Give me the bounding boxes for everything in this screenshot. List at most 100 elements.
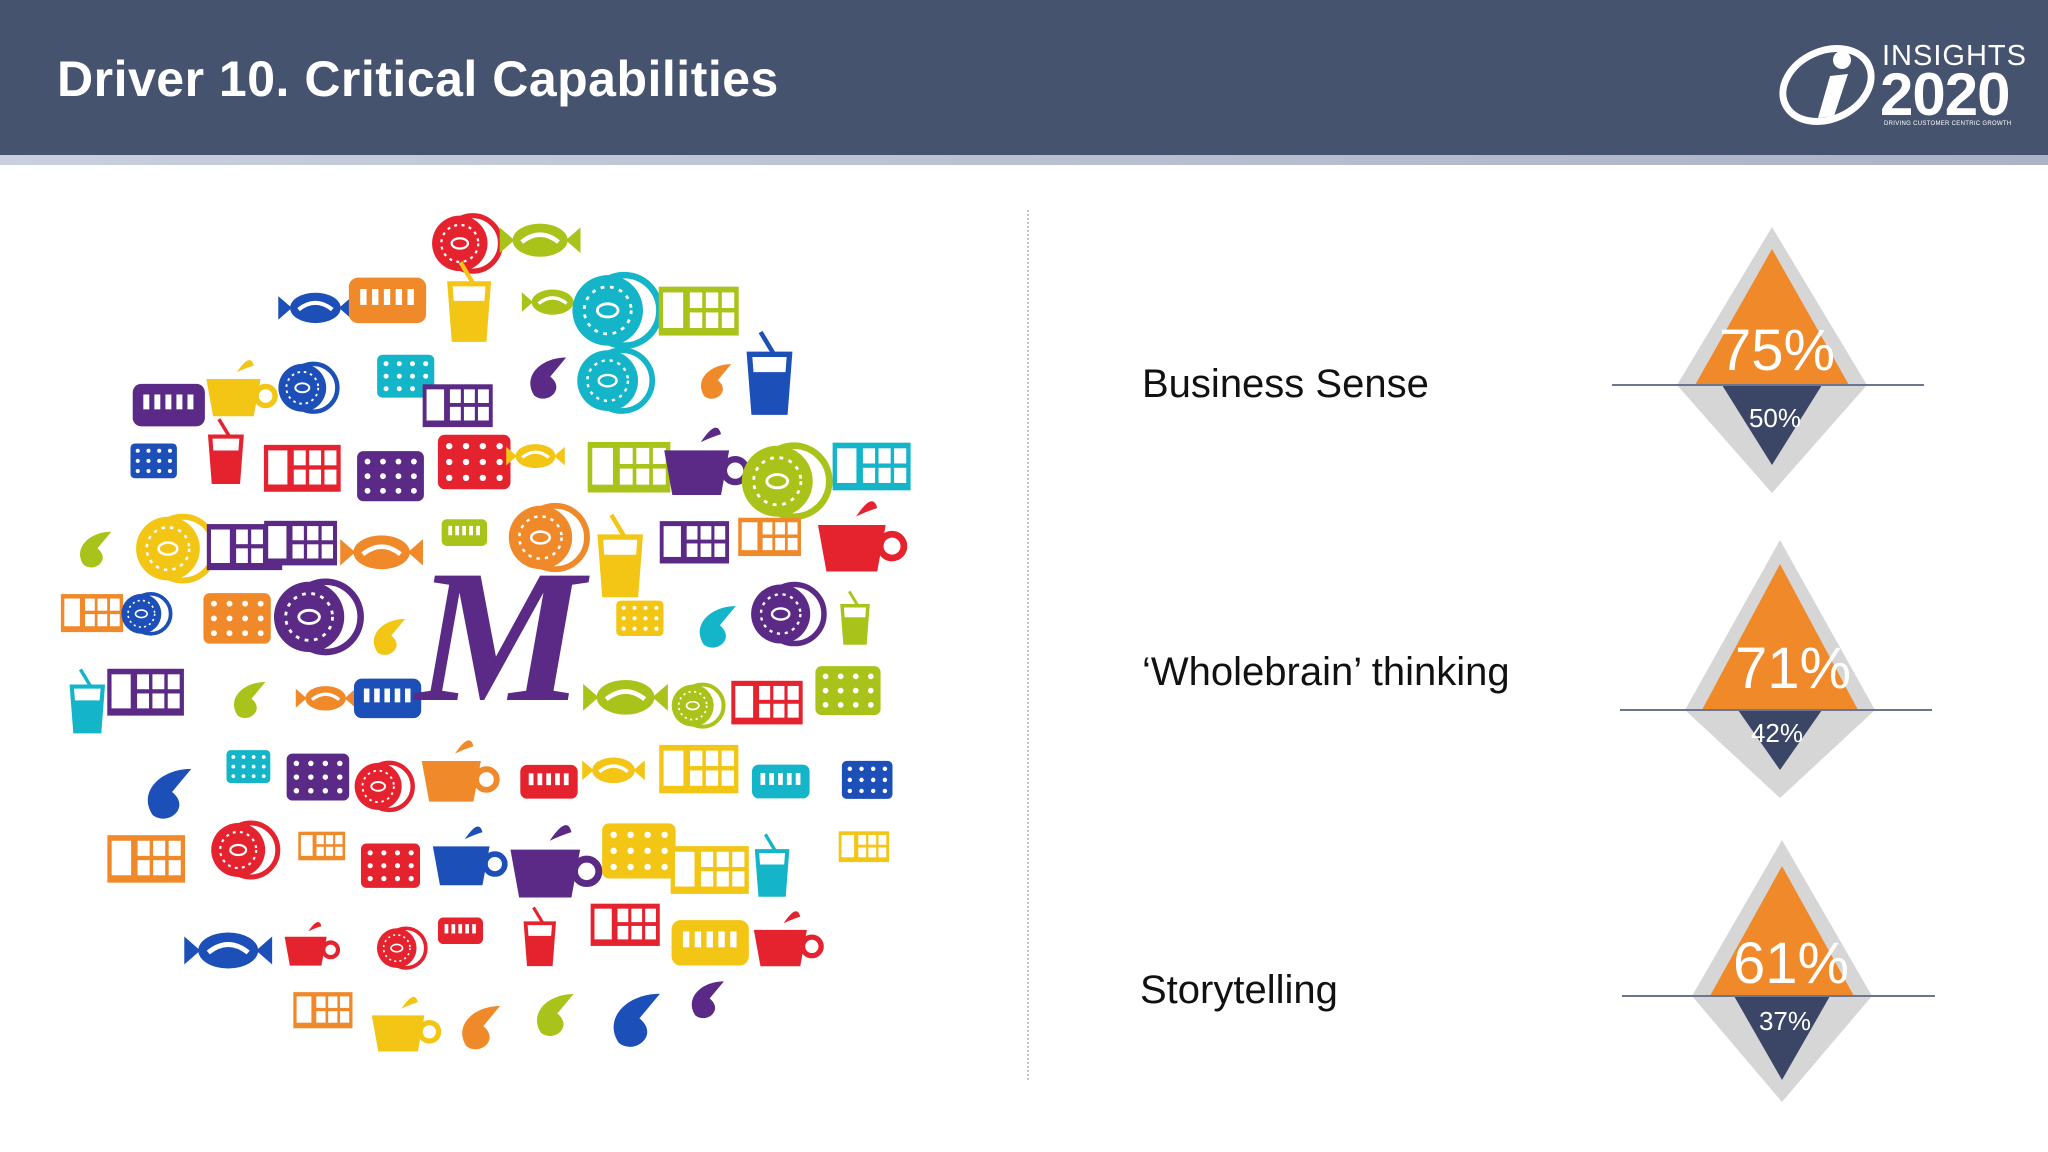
chocolate-bar-icon bbox=[838, 831, 890, 863]
droplet-icon bbox=[691, 981, 724, 1019]
candy-icon bbox=[582, 757, 645, 784]
drink-glass-icon bbox=[523, 906, 557, 967]
logo-year: 2020 bbox=[1880, 61, 2010, 128]
drink-glass-icon bbox=[754, 833, 790, 897]
chocolate-bar-icon bbox=[422, 384, 493, 428]
diamond-gauge-icon bbox=[1620, 540, 1932, 798]
candy-icon bbox=[184, 932, 273, 969]
chocolate-bar-icon bbox=[590, 903, 660, 946]
cookie-icon bbox=[671, 682, 726, 729]
biscuit-icon bbox=[841, 760, 893, 799]
drink-glass-icon bbox=[69, 668, 106, 734]
drink-glass-icon bbox=[207, 418, 244, 484]
capability-label-storytelling: Storytelling bbox=[1140, 968, 1338, 1012]
cookie-icon bbox=[751, 581, 827, 647]
biscuit-icon bbox=[602, 823, 676, 879]
cup-icon bbox=[284, 921, 341, 966]
gum-pack-icon bbox=[348, 277, 427, 324]
candy-icon bbox=[506, 444, 565, 469]
cookie-icon bbox=[432, 213, 504, 274]
biscuit-icon bbox=[203, 593, 271, 644]
candy-icon bbox=[295, 686, 356, 711]
cookie-icon bbox=[211, 820, 281, 880]
gum-pack-icon bbox=[354, 678, 422, 719]
chocolate-bar-icon bbox=[658, 286, 739, 336]
logo-i-emblem-icon bbox=[1779, 45, 1875, 125]
metric-business-sense: 75% 50% bbox=[1612, 225, 1942, 495]
cookie-icon bbox=[121, 591, 173, 636]
candy-icon bbox=[583, 679, 668, 715]
gum-pack-icon bbox=[441, 519, 488, 546]
chocolate-bar-icon bbox=[107, 835, 186, 883]
drink-glass-icon bbox=[597, 513, 643, 598]
chocolate-bar-icon bbox=[670, 846, 749, 894]
header-underline bbox=[0, 155, 2048, 165]
droplet-icon bbox=[462, 1005, 501, 1050]
chocolate-bar-icon bbox=[659, 744, 739, 794]
cup-icon bbox=[432, 826, 508, 886]
droplet-icon bbox=[536, 994, 574, 1037]
biscuit-icon bbox=[226, 750, 271, 784]
logo-tagline: DRIVING CUSTOMER CENTRIC GROWTH bbox=[1884, 121, 2012, 127]
bottom-percent: 37% bbox=[1758, 1006, 1812, 1036]
droplet-icon bbox=[233, 681, 266, 719]
top-percent: 71% bbox=[1734, 636, 1852, 701]
droplet-icon bbox=[80, 531, 112, 568]
insights-2020-logo: INSIGHTS 2020 DRIVING CUSTOMER CENTRIC G… bbox=[1772, 38, 2026, 128]
droplet-icon bbox=[613, 993, 660, 1047]
drink-glass-icon bbox=[447, 261, 492, 342]
vertical-divider bbox=[1027, 210, 1029, 1080]
chocolate-bar-icon bbox=[298, 831, 346, 861]
chocolate-bar-icon bbox=[293, 992, 353, 1029]
cookie-icon bbox=[278, 361, 340, 414]
biscuit-icon bbox=[815, 666, 881, 716]
capability-label-business-sense: Business Sense bbox=[1142, 362, 1429, 406]
cup-icon bbox=[664, 427, 750, 495]
capability-label-wholebrain: ‘Wholebrain’ thinking bbox=[1142, 650, 1510, 694]
biscuit-icon bbox=[360, 843, 421, 888]
metric-storytelling: 61% 37% bbox=[1622, 838, 1952, 1108]
chocolate-bar-icon bbox=[659, 521, 730, 564]
drink-glass-icon bbox=[746, 330, 793, 415]
chocolate-bar-icon bbox=[107, 668, 184, 716]
droplet-icon bbox=[373, 618, 406, 655]
biscuit-icon bbox=[357, 451, 424, 502]
biscuit-icon bbox=[286, 753, 350, 801]
gum-pack-icon bbox=[437, 917, 484, 945]
cookie-icon bbox=[376, 926, 428, 970]
biscuit-icon bbox=[377, 354, 435, 398]
cup-icon bbox=[753, 911, 824, 967]
chocolate-bar-icon bbox=[832, 442, 911, 491]
center-m-letter: M bbox=[413, 532, 591, 742]
droplet-icon bbox=[699, 606, 736, 648]
biscuit-icon bbox=[130, 443, 177, 479]
top-percent: 75% bbox=[1718, 318, 1836, 383]
chocolate-bar-icon bbox=[263, 444, 341, 492]
gum-pack-icon bbox=[132, 383, 205, 427]
cup-icon bbox=[421, 740, 500, 802]
cup-icon bbox=[206, 360, 278, 417]
bottom-percent: 42% bbox=[1750, 718, 1804, 748]
page-title: Driver 10. Critical Capabilities bbox=[57, 51, 779, 107]
droplet-icon bbox=[147, 768, 192, 819]
food-icon-collage: M bbox=[60, 213, 911, 1052]
diamond-gauge-icon bbox=[1622, 840, 1935, 1102]
logo-word: INSIGHTS bbox=[1882, 40, 2027, 72]
chocolate-bar-icon bbox=[587, 441, 671, 493]
cookie-icon bbox=[577, 347, 656, 414]
cup-icon bbox=[371, 996, 442, 1052]
cookie-icon bbox=[572, 271, 663, 349]
chocolate-bar-icon bbox=[731, 680, 803, 725]
candy-icon bbox=[499, 223, 581, 257]
candy-icon bbox=[278, 292, 353, 324]
cookie-icon bbox=[508, 502, 590, 573]
droplet-icon bbox=[530, 357, 567, 399]
chocolate-bar-icon bbox=[738, 517, 801, 557]
cookie-icon bbox=[354, 760, 415, 813]
top-percent: 61% bbox=[1732, 931, 1850, 996]
diamond-gauge-icon bbox=[1612, 227, 1924, 493]
chocolate-bar-icon bbox=[264, 520, 338, 566]
cookie-icon bbox=[273, 578, 364, 656]
cup-icon bbox=[817, 501, 908, 572]
header-bar: Driver 10. Critical Capabilities INSIGHT… bbox=[0, 0, 2048, 155]
